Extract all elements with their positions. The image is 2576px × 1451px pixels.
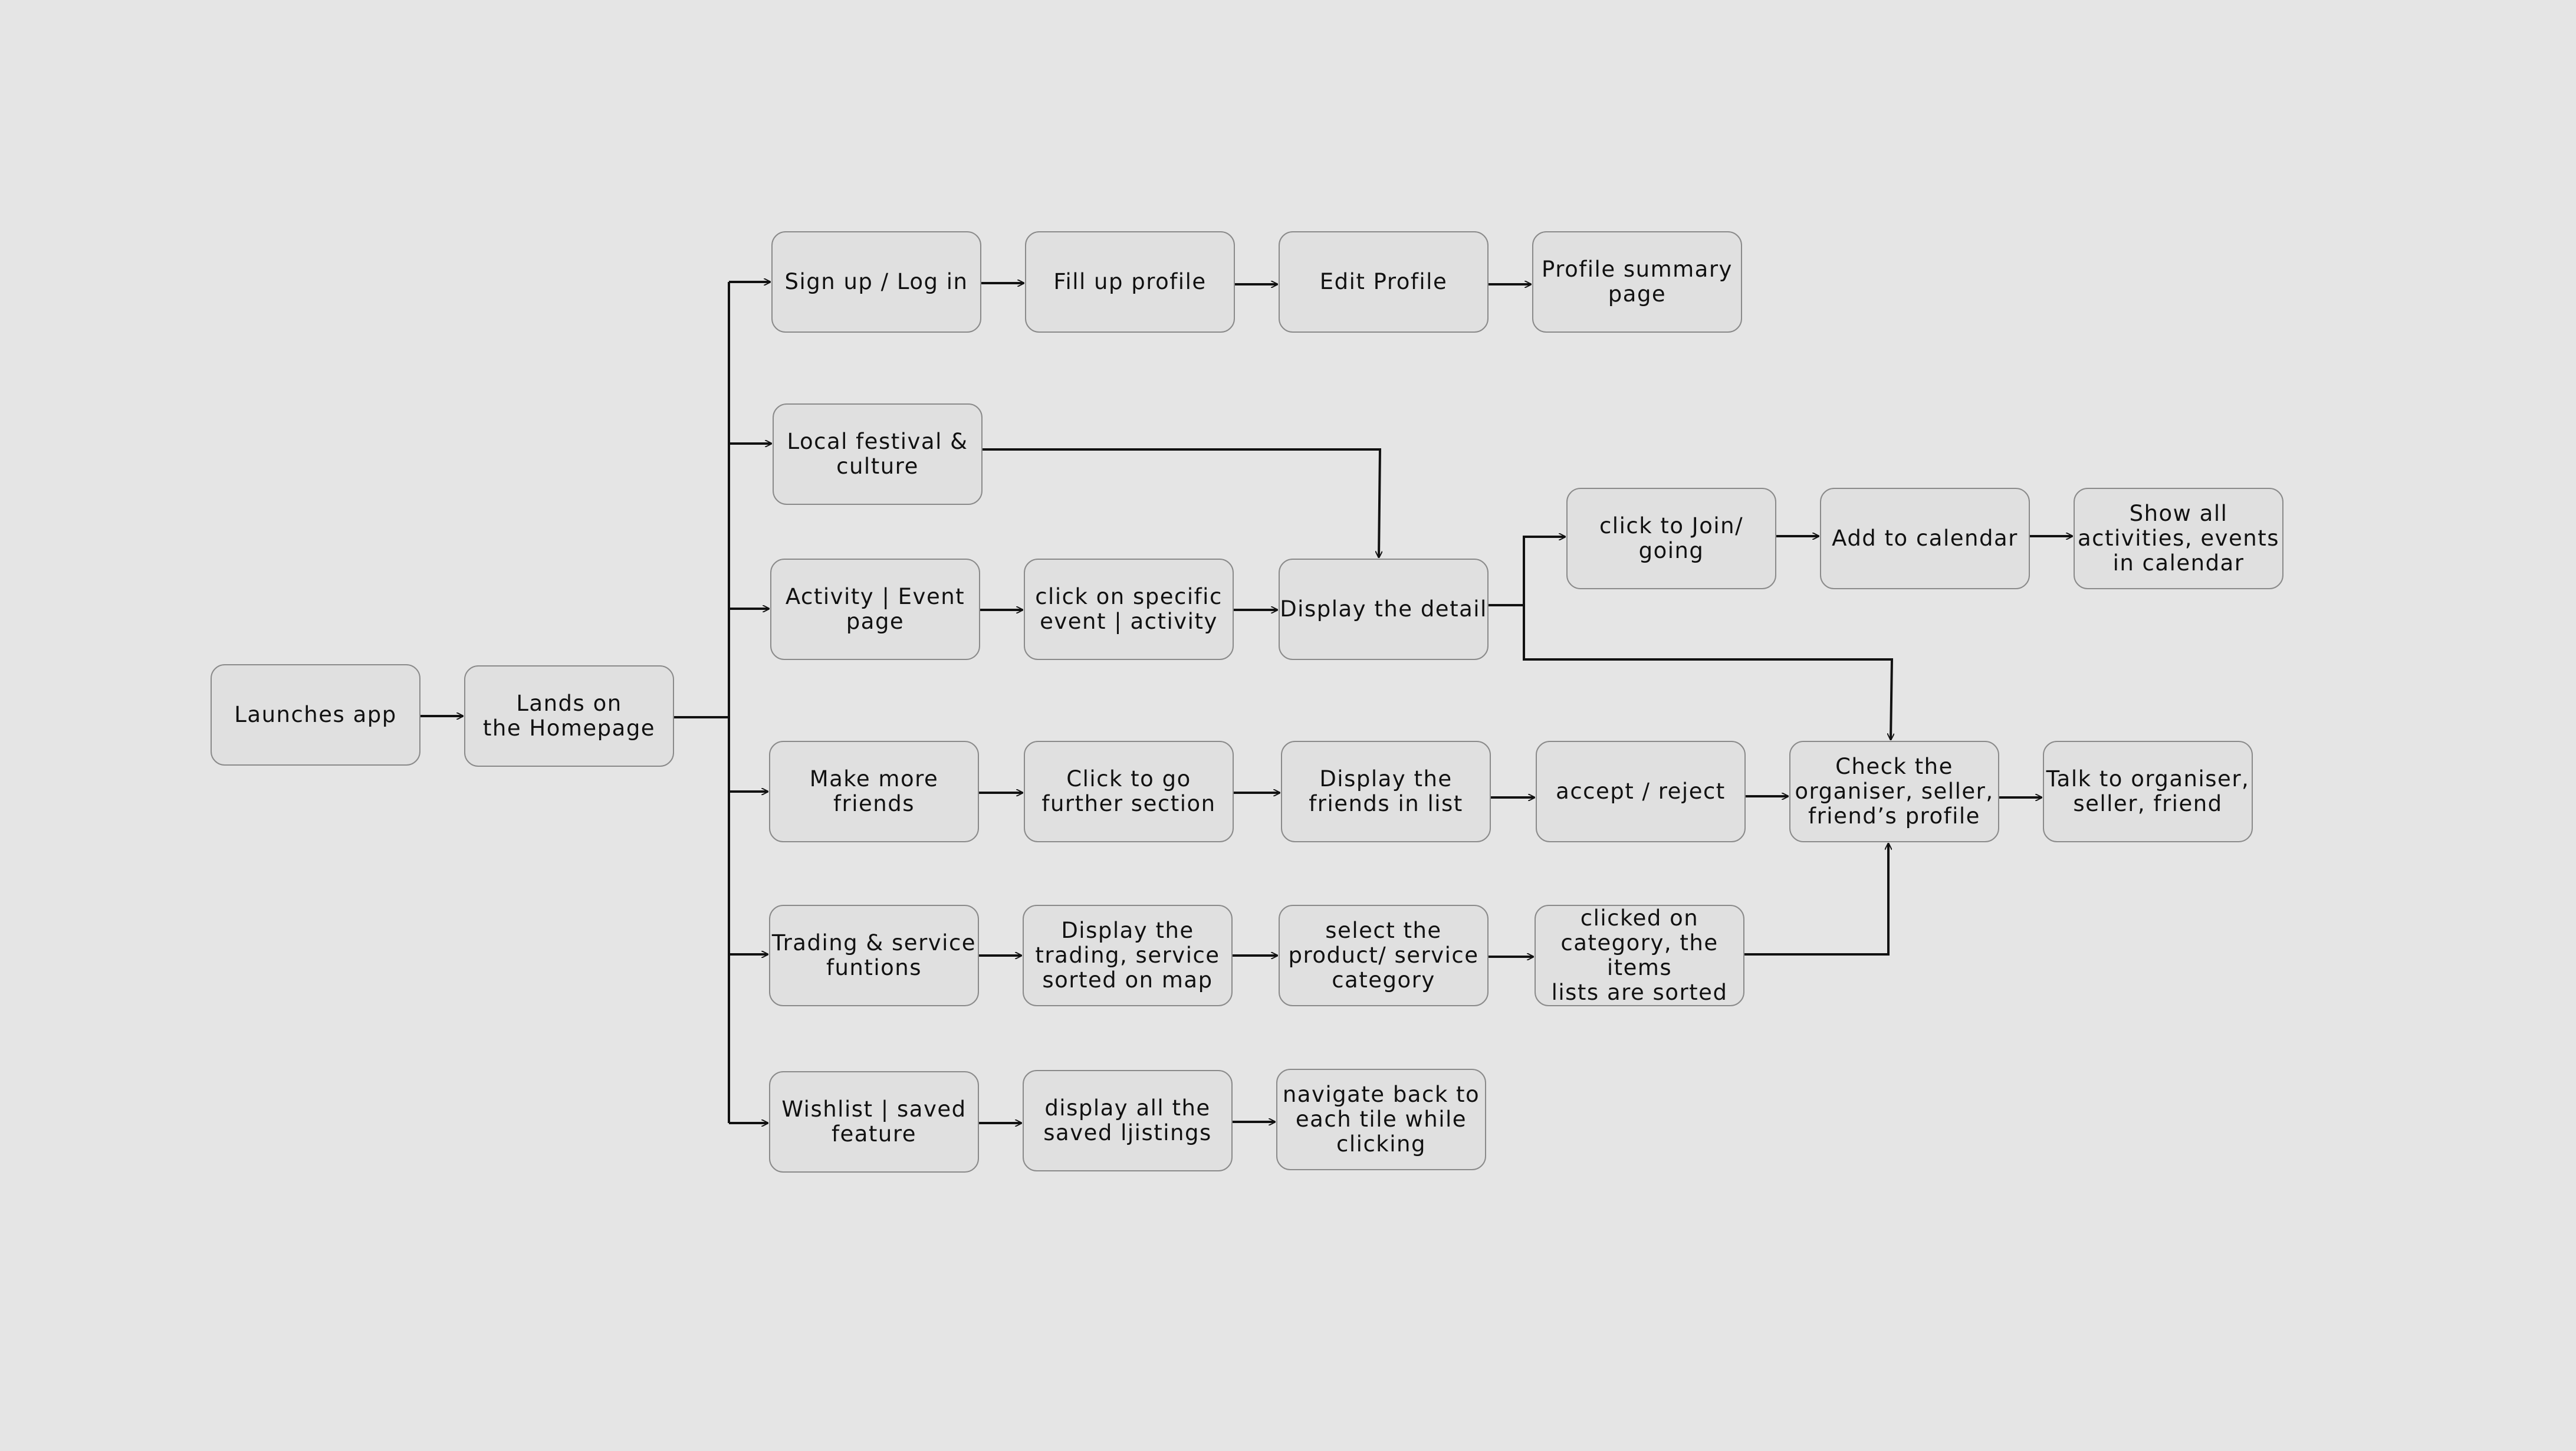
- node-make-friends: Make more friends: [769, 741, 979, 842]
- node-edit-profile: Edit Profile: [1279, 231, 1489, 333]
- node-talk-organiser: Talk to organiser, seller, friend: [2043, 741, 2253, 842]
- node-navigate-back: navigate back to each tile while clickin…: [1276, 1069, 1486, 1170]
- node-fill-profile: Fill up profile: [1025, 231, 1235, 333]
- node-signup-login: Sign up / Log in: [771, 231, 981, 333]
- node-show-all-calendar: Show all activities, events in calendar: [2074, 488, 2283, 589]
- node-select-category: select the product/ service category: [1279, 905, 1489, 1006]
- node-display-detail: Display the detail: [1279, 559, 1489, 660]
- node-local-festival: Local festival & culture: [773, 403, 983, 505]
- node-accept-reject: accept / reject: [1536, 741, 1746, 842]
- arrow-detail-checkprofile: [1523, 605, 1892, 740]
- node-activity-event-page: Activity | Event page: [770, 559, 980, 660]
- node-profile-summary: Profile summary page: [1532, 231, 1742, 333]
- arrow-detail-join: [1489, 537, 1565, 606]
- arrow-clickedcat-checkprofile: [1744, 843, 1888, 956]
- node-lands-homepage: Lands on the Homepage: [464, 665, 674, 767]
- node-add-calendar: Add to calendar: [1820, 488, 2030, 589]
- node-click-specific-event: click on specific event | activity: [1024, 559, 1234, 660]
- node-friends-list: Display the friends in list: [1281, 741, 1491, 842]
- node-click-further-section: Click to go further section: [1024, 741, 1234, 842]
- node-wishlist-saved: Wishlist | saved feature: [769, 1071, 979, 1173]
- node-click-join: click to Join/ going: [1566, 488, 1776, 589]
- node-check-profile: Check the organiser, seller, friend’s pr…: [1789, 741, 1999, 842]
- arrow-localfestival-detail: [983, 448, 1380, 557]
- node-launches-app: Launches app: [211, 664, 420, 766]
- node-trading-service: Trading & service funtions: [769, 905, 979, 1006]
- node-clicked-category: clicked on category, the items lists are…: [1535, 905, 1744, 1006]
- node-saved-listings: display all the saved ljistings: [1023, 1070, 1233, 1171]
- node-display-trading: Display the trading, service sorted on m…: [1023, 905, 1233, 1006]
